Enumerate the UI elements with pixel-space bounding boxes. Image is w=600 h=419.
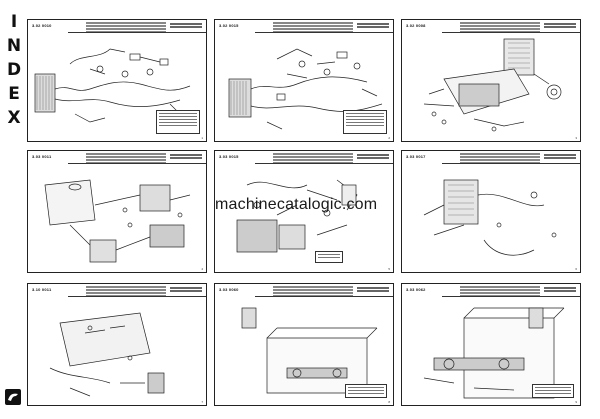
watermark-text: machinecatalogic.com bbox=[215, 196, 378, 213]
index-letter: N bbox=[6, 36, 22, 56]
sheet-code: 3.02 0010 bbox=[32, 23, 52, 28]
sheet-code: 3.03 0060 bbox=[219, 287, 239, 292]
index-letter: X bbox=[7, 108, 21, 128]
exploded-view-drawing bbox=[241, 307, 378, 394]
sheet-code: 3.02 0015 bbox=[219, 23, 239, 28]
sheet-refs bbox=[357, 23, 389, 29]
exploded-view-drawing bbox=[44, 179, 191, 263]
sheet-refs bbox=[544, 154, 576, 160]
exploded-view-drawing bbox=[236, 179, 358, 253]
sheet-refs bbox=[170, 23, 202, 29]
page-number: 6 bbox=[575, 267, 577, 271]
sheet-refs bbox=[170, 154, 202, 160]
sheet-refs bbox=[357, 287, 389, 293]
sheet-code: 3.03 0015 bbox=[219, 154, 239, 159]
index-letter: D bbox=[6, 60, 22, 80]
parts-sheet[interactable]: 3.03 0060 8 bbox=[214, 283, 394, 406]
sheet-refs bbox=[544, 23, 576, 29]
sheet-refs bbox=[544, 287, 576, 293]
page-number: 3 bbox=[575, 136, 577, 140]
sheet-code: 3.03 0017 bbox=[406, 154, 426, 159]
parts-sheet[interactable]: 3.03 0017 6 bbox=[401, 150, 581, 273]
parts-sheet[interactable]: 3.03 0015 5 bbox=[214, 150, 394, 273]
sheet-refs bbox=[357, 154, 389, 160]
page-number: 8 bbox=[388, 400, 390, 404]
parts-sheet[interactable]: 3.02 0008 3 bbox=[401, 19, 581, 142]
exploded-view-drawing bbox=[49, 312, 165, 397]
sheet-code: 3.10 0011 bbox=[32, 287, 52, 292]
exploded-view-drawing bbox=[228, 48, 383, 130]
index-title: I N D E X bbox=[4, 10, 24, 130]
page-number: 7 bbox=[201, 400, 203, 404]
page-number: 5 bbox=[388, 267, 390, 271]
page-number: 1 bbox=[201, 136, 203, 140]
page-number: 2 bbox=[388, 136, 390, 140]
index-letter: I bbox=[10, 12, 18, 32]
parts-sheet[interactable]: 3.02 0010 1 bbox=[27, 19, 207, 142]
sheet-refs bbox=[170, 287, 202, 293]
exploded-view-drawing bbox=[423, 179, 557, 256]
sheet-code: 3.03 0011 bbox=[32, 154, 52, 159]
parts-sheet[interactable]: 3.02 0015 2 bbox=[214, 19, 394, 142]
index-letter: E bbox=[8, 84, 20, 104]
parts-sheet[interactable]: 3.03 0011 4 bbox=[27, 150, 207, 273]
exploded-view-drawing bbox=[423, 38, 562, 132]
sheet-code: 3.03 0062 bbox=[406, 287, 426, 292]
company-logo-icon bbox=[4, 388, 22, 406]
page-number: 9 bbox=[575, 400, 577, 404]
page-number: 4 bbox=[201, 267, 203, 271]
exploded-view-drawing bbox=[423, 307, 565, 399]
parts-sheet[interactable]: 3.03 0062 9 bbox=[401, 283, 581, 406]
parts-sheet[interactable]: 3.10 0011 7 bbox=[27, 283, 207, 406]
exploded-view-drawing bbox=[34, 48, 191, 123]
sheet-code: 3.02 0008 bbox=[406, 23, 426, 28]
